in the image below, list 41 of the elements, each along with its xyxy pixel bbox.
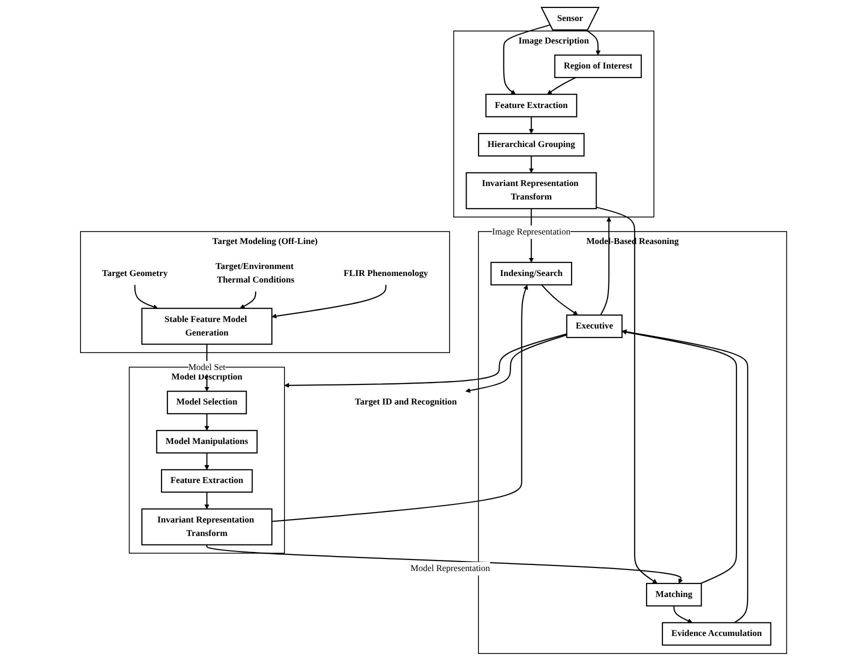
arrow — [504, 24, 551, 95]
arrow — [204, 452, 210, 470]
node-box: Model Selection — [167, 390, 248, 414]
arrow — [204, 492, 210, 510]
edge-label: Image Representation — [492, 227, 571, 237]
arrow — [466, 334, 568, 393]
node-box: Hierarchical Grouping — [478, 133, 586, 157]
arrow — [542, 284, 579, 316]
node-text: Target Geometry — [102, 268, 168, 278]
arrow — [284, 333, 568, 388]
arrow — [596, 206, 658, 584]
arrow — [272, 284, 387, 319]
node-box: Evidence Accumulation — [662, 622, 772, 646]
node-box: Model Manipulations — [156, 430, 258, 454]
arrow — [529, 116, 534, 134]
arrow — [622, 329, 749, 624]
arrow — [529, 156, 534, 173]
arrow — [204, 414, 210, 431]
arrow — [586, 30, 601, 56]
node-box: Invariant Representation Transform — [142, 508, 273, 546]
edge-label: Model Set — [188, 362, 226, 372]
arrow — [622, 330, 738, 584]
node-box: Feature Extraction — [161, 469, 254, 493]
node-box: Executive — [566, 314, 623, 338]
node-text: Target ID and Recognition — [355, 397, 458, 407]
node-text: FLIR Phenomenology — [344, 268, 428, 278]
arrow — [674, 606, 693, 624]
arrow — [272, 284, 528, 522]
node-text: Target/Environment Thermal Conditions — [216, 262, 295, 285]
edge-label: Model Representation — [410, 564, 490, 574]
node-box: Indexing/Search — [490, 262, 573, 286]
arrow — [134, 284, 158, 310]
node-box: Region of Interest — [554, 54, 642, 78]
arrow — [547, 77, 577, 95]
node-box: Invariant Representation Transform — [466, 172, 598, 210]
arrow — [206, 544, 684, 584]
node-box: Matching — [646, 582, 702, 606]
node-box: Stable Feature Model Generation — [142, 308, 273, 345]
arrow — [600, 216, 612, 316]
node-box: Feature Extraction — [486, 94, 578, 118]
arrow — [240, 292, 257, 309]
